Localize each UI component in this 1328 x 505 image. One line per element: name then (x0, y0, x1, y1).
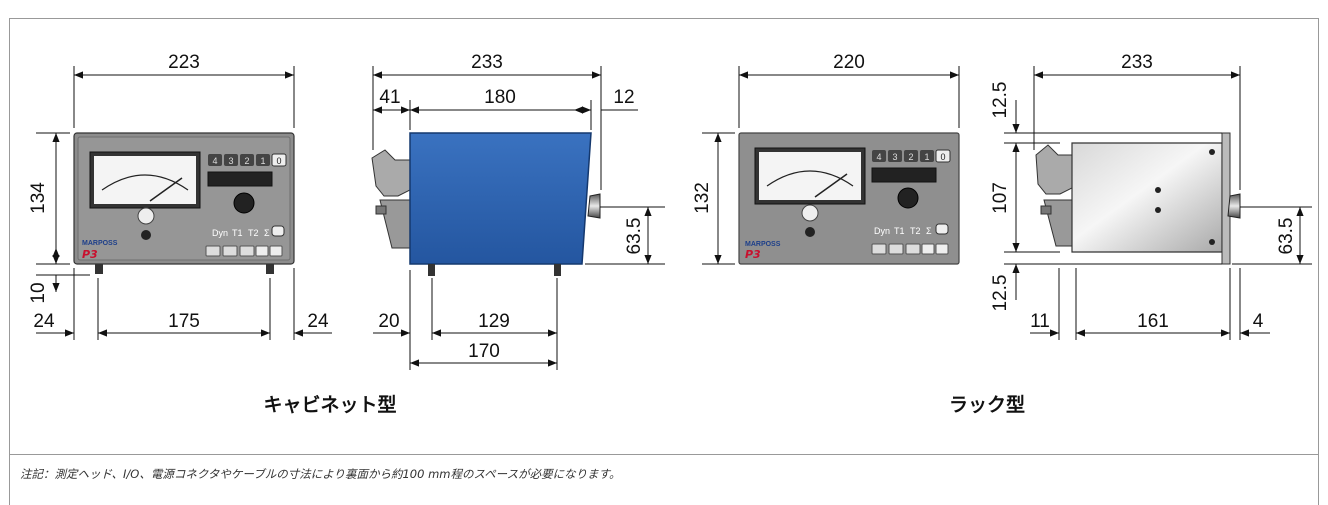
dim-cab-side-base: 170 (468, 341, 500, 362)
rack-housing (1071, 142, 1223, 253)
mode-label: Dyn (874, 226, 890, 236)
rack-flange (1221, 132, 1231, 265)
digit-key-label: 3 (892, 152, 897, 162)
dim-cab-side-foot-offset: 20 (378, 311, 399, 332)
cabinet-side-view (371, 132, 601, 276)
mode-label: Dyn (212, 228, 228, 238)
rack-front-view: 4 3 2 1 0 Dyn T1 T2 Σ MARPOSS P3 (738, 132, 960, 265)
control-buttons (205, 245, 283, 257)
power-button (141, 230, 151, 240)
selector-knob (897, 187, 919, 209)
dim-rack-side-left: 11 (1030, 311, 1050, 332)
mode-label: T1 (894, 226, 905, 236)
dim-cab-side-connector: 41 (379, 87, 400, 108)
digit-key-label: 4 (212, 156, 217, 166)
cabinet-foot (266, 264, 274, 274)
phone-icon (935, 223, 949, 235)
mode-labels: Dyn T1 T2 Σ (212, 228, 270, 238)
connector-bracket (371, 149, 411, 197)
dim-rack-side-right: 4 (1253, 311, 1264, 332)
cabinet-side-dimensions (372, 66, 665, 370)
dim-cab-side-knob: 12 (613, 87, 634, 108)
caption-cabinet: キャビネット型 (263, 393, 396, 416)
dim-cab-foot-height: 10 (28, 282, 49, 303)
dim-cab-front-width: 223 (168, 52, 200, 73)
digit-keys: 4 3 2 1 0 (208, 153, 287, 167)
digital-display (207, 171, 273, 187)
digit-key-label: 2 (244, 156, 249, 166)
rack-side-view (1035, 132, 1241, 265)
dim-cab-front-height: 134 (28, 182, 49, 214)
digit-key-label: 0 (940, 152, 945, 162)
caption-rack: ラック型 (949, 393, 1025, 416)
cabinet-foot (95, 264, 103, 274)
digit-key-label: 1 (260, 156, 265, 166)
digit-key-label: 2 (908, 152, 913, 162)
mode-label: Σ (926, 226, 932, 236)
dim-rack-side-top: 12.5 (990, 82, 1011, 119)
rack-front-dimensions (702, 66, 960, 265)
digital-display (871, 167, 937, 183)
digit-key-label: 3 (228, 156, 233, 166)
blue-housing (409, 132, 592, 265)
dim-rack-side-total: 233 (1121, 52, 1153, 73)
cabinet-front-view: 4 3 2 1 0 Dyn T1 T2 Σ MARPOSS P3 (73, 132, 295, 274)
mode-label: T2 (248, 228, 259, 238)
rack-side-dimensions (1004, 66, 1312, 340)
mode-label: Σ (264, 228, 270, 238)
connector-bracket (1035, 144, 1073, 195)
model-label: P3 (745, 248, 761, 261)
page-frame (9, 18, 1319, 505)
dim-cab-foot-left: 24 (33, 311, 55, 332)
mode-label: T1 (232, 228, 243, 238)
control-buttons (871, 243, 949, 255)
brand-label: MARPOSS (745, 241, 781, 248)
logo-seal (137, 207, 155, 225)
mode-label: T2 (910, 226, 921, 236)
brand-label: MARPOSS (82, 240, 118, 247)
dim-rack-side-depth: 161 (1137, 311, 1169, 332)
analog-meter (89, 151, 201, 209)
dim-cab-side-foot-span: 129 (478, 311, 510, 332)
power-button (805, 227, 815, 237)
cabinet-front-dimensions (36, 66, 332, 340)
analog-meter (754, 147, 866, 205)
logo-seal (801, 204, 819, 222)
digit-key-label: 1 (924, 152, 929, 162)
dim-cab-foot-right: 24 (307, 311, 329, 332)
mode-labels: Dyn T1 T2 Σ (874, 226, 932, 236)
dim-cab-side-body: 180 (484, 87, 516, 108)
dim-cab-side-knob-height: 63.5 (624, 218, 645, 255)
phone-icon (271, 225, 285, 237)
dim-cab-side-total: 233 (471, 52, 503, 73)
footnote: 注記：測定ヘッド、I/O、電源コネクタやケーブルの寸法により裏面から約100 m… (20, 467, 620, 481)
digit-keys: 4 3 2 1 0 (872, 149, 951, 163)
selector-knob (233, 192, 255, 214)
dim-rack-front-width: 220 (833, 52, 865, 73)
digit-key-label: 0 (276, 156, 281, 166)
model-label: P3 (82, 248, 98, 261)
dim-rack-side-bottom: 12.5 (990, 275, 1011, 312)
dim-rack-side-knob-height: 63.5 (1276, 218, 1297, 255)
digit-key-label: 4 (876, 152, 881, 162)
dim-rack-side-body: 107 (990, 182, 1011, 214)
dim-cab-foot-span: 175 (168, 311, 200, 332)
dim-rack-front-height: 132 (692, 182, 713, 214)
